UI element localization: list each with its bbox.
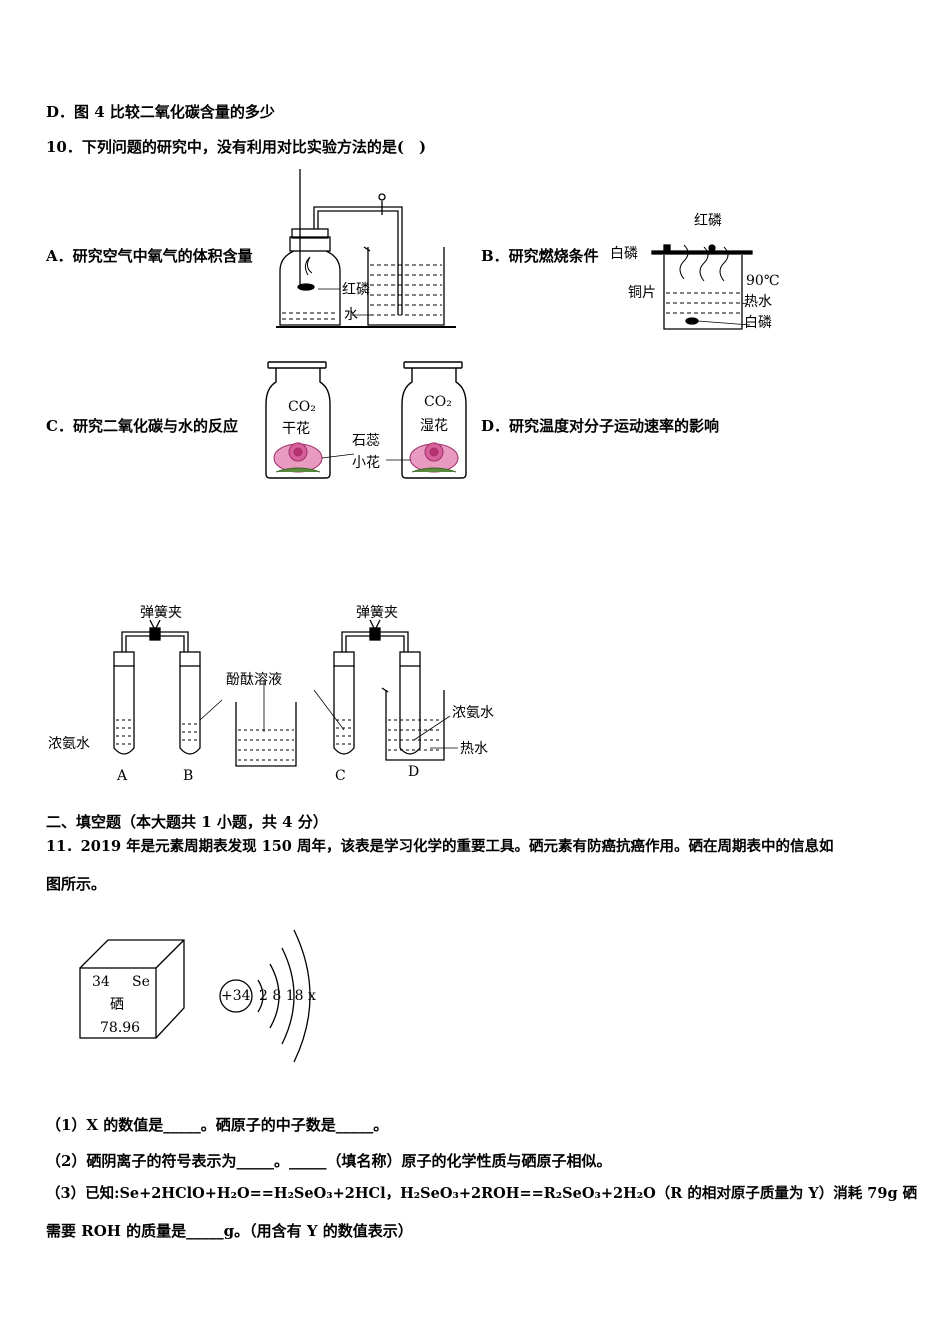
question-11-part4: 需要 ROH 的质量是_____g。（用含有 Y 的数值表示）	[46, 1222, 413, 1240]
option-b: B．研究燃烧条件	[481, 247, 599, 265]
figure-b-apparatus	[651, 244, 753, 330]
fig-d-ammonia-left-label: 浓氨水	[48, 736, 90, 752]
option-d: D．研究温度对分子运动速率的影响	[481, 417, 720, 435]
fig-d-phenol-label: 酚酞溶液	[226, 672, 282, 688]
question-11-line1: 11．2019 年是元素周期表发现 150 周年，该表是学习化学的重要工具。硒元…	[46, 838, 834, 855]
question-10: 10．下列问题的研究中，没有利用对比实验方法的是( )	[46, 138, 427, 156]
question-11-line2: 图所示。	[46, 875, 107, 893]
figure-d-apparatus	[113, 619, 458, 767]
fig-b-red-p-label: 红磷	[694, 213, 722, 229]
fig-b-copper-label: 铜片	[628, 285, 656, 301]
element-symbol: Se	[132, 974, 150, 990]
atom-shells: 2 8 18 x	[259, 988, 316, 1004]
option-a: A．研究空气中氧气的体积含量	[46, 247, 253, 265]
fig-c-co2-right-label: CO₂	[424, 394, 452, 410]
fig-b-temp-label: 90℃	[746, 273, 780, 289]
fig-b-white-p-top-label: 白磷	[610, 246, 638, 262]
element-mass: 78.96	[100, 1020, 141, 1036]
fig-c-co2-left-label: CO₂	[288, 399, 316, 415]
selenium-atom-diagram	[219, 929, 311, 1063]
atom-nucleus: +34	[221, 988, 251, 1004]
fig-d-tube-b-label: B	[183, 768, 194, 784]
fig-d-clamp-left-label: 弹簧夹	[140, 605, 182, 621]
question-11-part1: （1）X 的数值是_____。硒原子的中子数是_____。	[46, 1116, 389, 1134]
section-heading: 二、填空题（本大题共 1 小题，共 4 分）	[46, 813, 328, 831]
fig-c-litmus-label-2: 小花	[352, 455, 380, 471]
flower-left	[273, 442, 323, 473]
fig-c-dry-flower-label: 干花	[282, 421, 310, 437]
fig-a-red-p-label: 红磷	[342, 282, 370, 298]
question-11-part2: （2）硒阴离子的符号表示为_____。_____（填名称）原子的化学性质与硒原子…	[46, 1152, 612, 1170]
fig-d-tube-c-label: C	[335, 768, 346, 784]
figure-c-bottles	[265, 361, 467, 479]
option-c: C．研究二氧化碳与水的反应	[46, 417, 238, 435]
fig-d-clamp-right-label: 弹簧夹	[356, 605, 398, 621]
fig-d-hot-water-label: 热水	[460, 741, 488, 757]
fig-c-litmus-label-1: 石蕊	[352, 433, 380, 449]
option-d-prev: D．图 4 比较二氧化碳含量的多少	[46, 103, 275, 121]
fig-d-tube-a-label: A	[117, 768, 128, 784]
figure-a-apparatus	[276, 169, 456, 328]
selenium-element-card	[79, 939, 185, 1039]
fig-c-wet-flower-label: 湿花	[420, 418, 448, 434]
element-name: 硒	[110, 997, 124, 1013]
flower-right	[409, 442, 459, 473]
question-11-part3: （3）已知:Se+2HClO+H₂O==H₂SeO₃+2HCl，H₂SeO₃+2…	[46, 1185, 918, 1202]
fig-b-hot-water-label: 热水	[744, 294, 772, 310]
fig-d-ammonia-right-label: 浓氨水	[452, 705, 494, 721]
fig-b-white-p-bottom-label: 白磷	[744, 315, 772, 331]
fig-a-water-label: 水	[344, 307, 358, 323]
element-number: 34	[92, 974, 110, 990]
fig-d-tube-d-label: D	[408, 764, 420, 780]
